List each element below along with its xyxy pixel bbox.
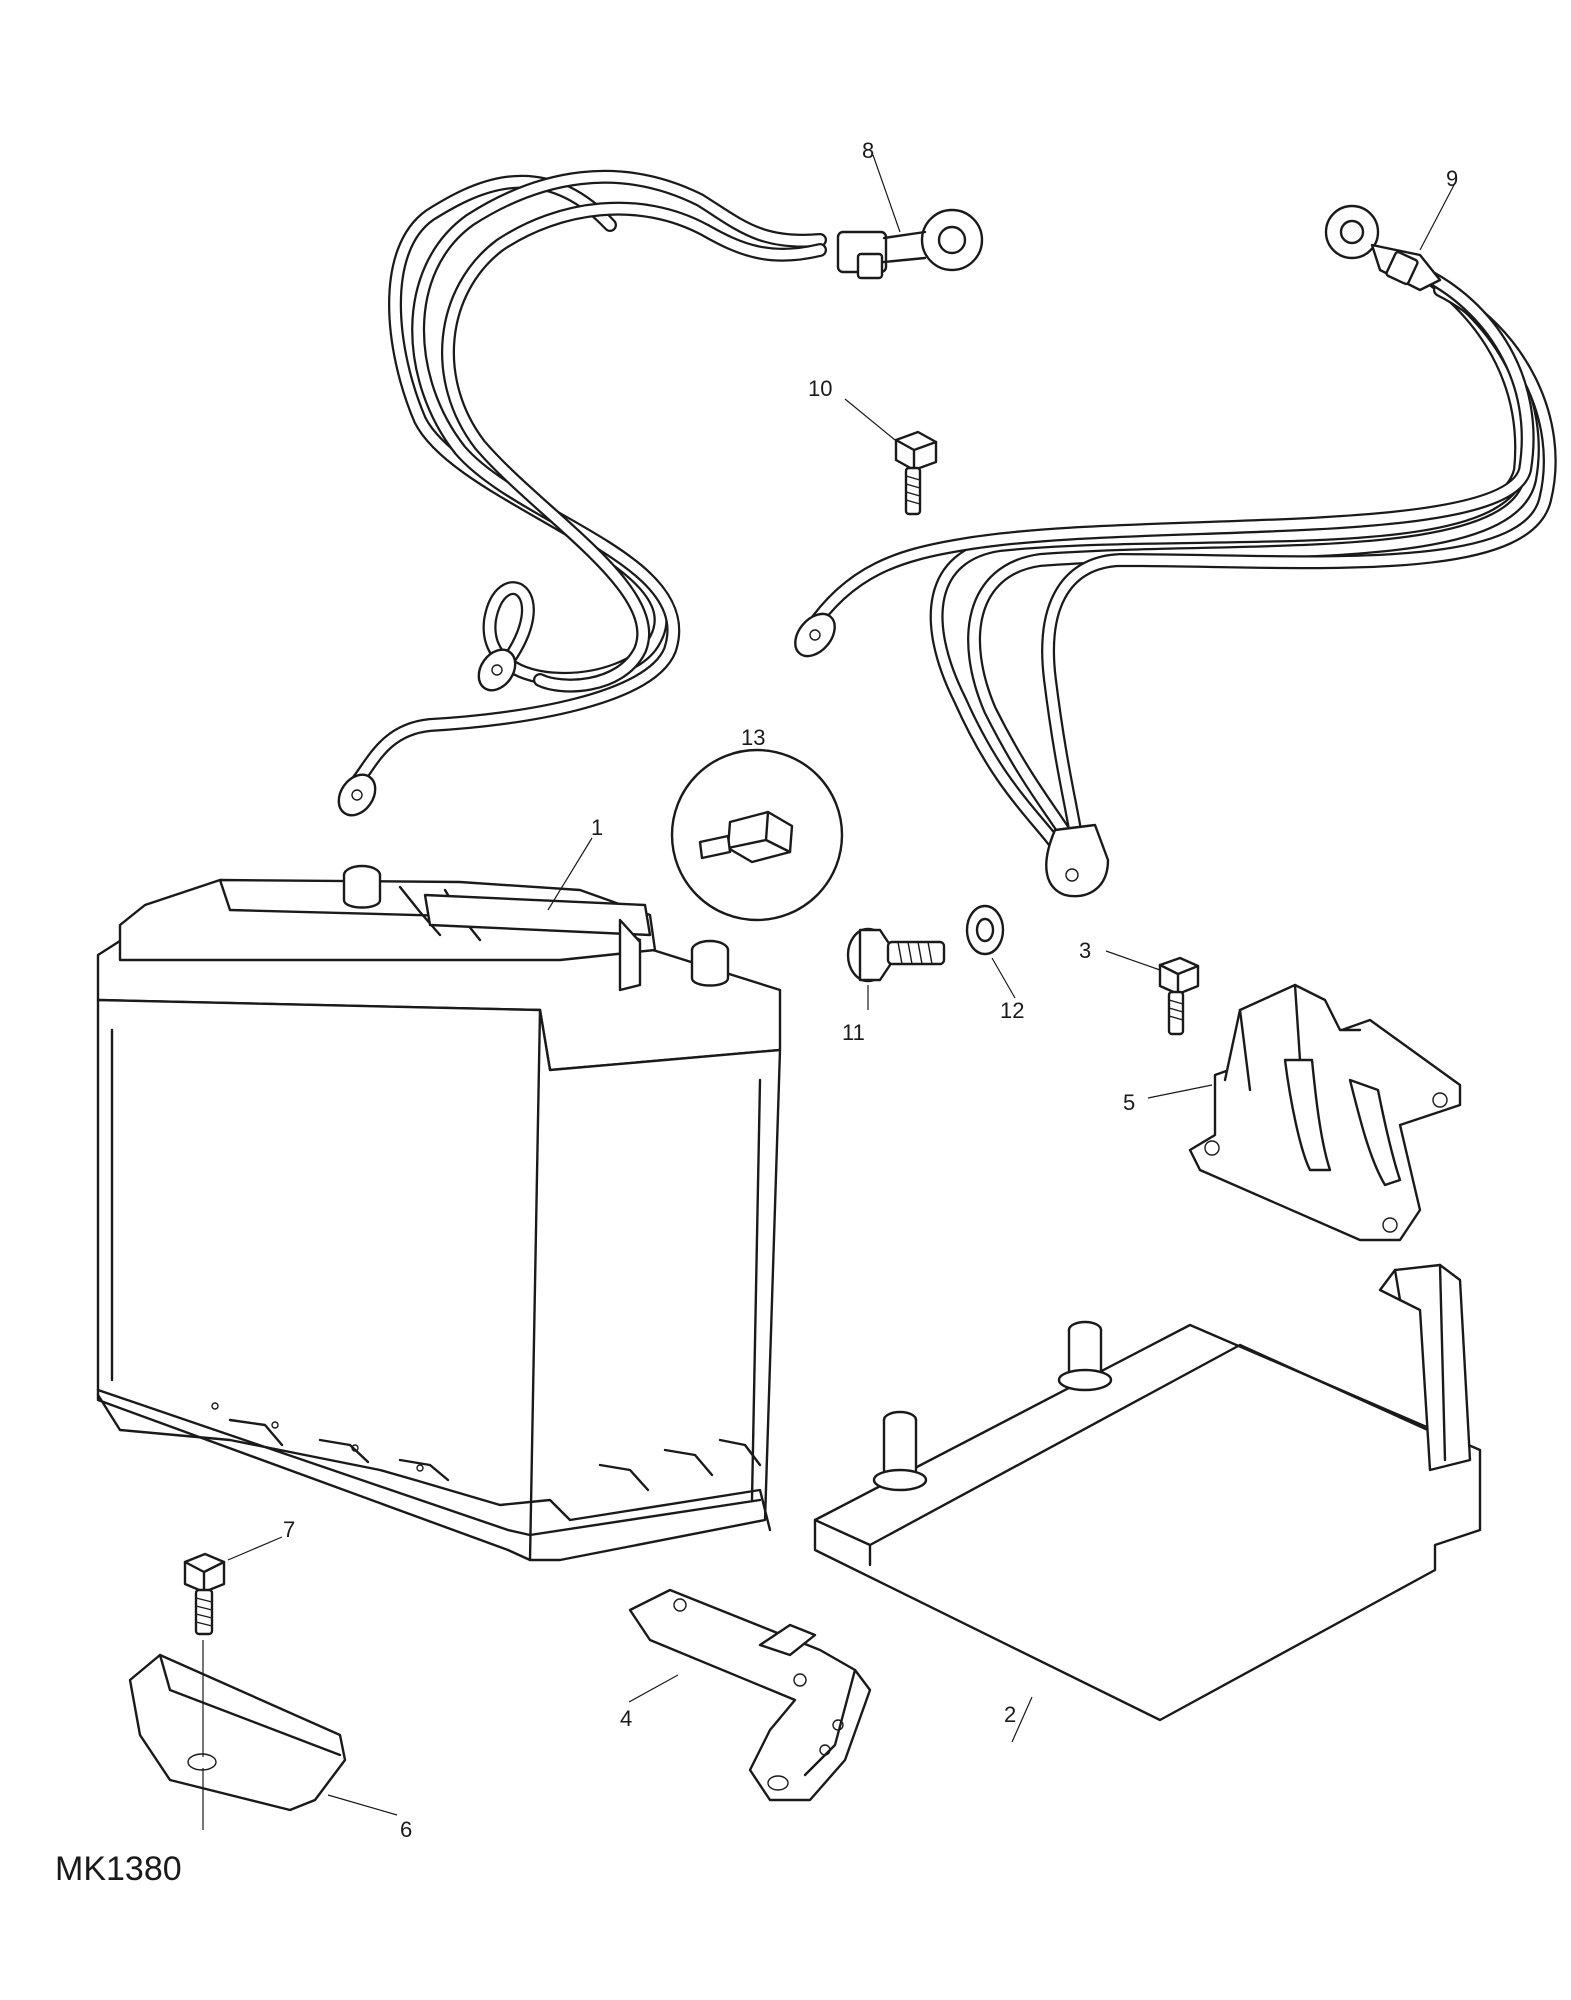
- battery-1: [96, 864, 782, 1562]
- callout-12: 12: [1000, 998, 1024, 1023]
- battery-cable-9: [794, 204, 1557, 898]
- callout-7: 7: [283, 1517, 295, 1542]
- drawing-reference-code: MK1380: [55, 1850, 182, 1888]
- clamp-plate-6: [128, 1640, 347, 1830]
- bolt-10: [894, 430, 938, 516]
- callout-4: 4: [620, 1706, 632, 1731]
- clamp-bracket-5: [1188, 983, 1462, 1242]
- battery-cable-8: [337, 169, 984, 817]
- bolt-11: [846, 927, 946, 983]
- callout-5: 5: [1123, 1090, 1135, 1115]
- bracket-4: [628, 1588, 872, 1802]
- callout-6: 6: [400, 1817, 412, 1842]
- callout-2: 2: [1004, 1702, 1016, 1727]
- washer-12: [965, 904, 1005, 956]
- bolt-3: [1158, 956, 1200, 1036]
- callout-leaders: [227, 154, 1455, 1816]
- clip-detail-13: [670, 748, 844, 922]
- callout-3: 3: [1079, 938, 1091, 963]
- callout-1: 1: [591, 815, 603, 840]
- callout-9: 9: [1446, 166, 1458, 191]
- callout-8: 8: [862, 138, 874, 163]
- battery-tray-2: [813, 1263, 1482, 1722]
- bolt-7: [183, 1552, 226, 1636]
- callout-11: 11: [842, 1020, 865, 1045]
- callout-13: 13: [741, 725, 765, 750]
- callout-10: 10: [808, 376, 832, 401]
